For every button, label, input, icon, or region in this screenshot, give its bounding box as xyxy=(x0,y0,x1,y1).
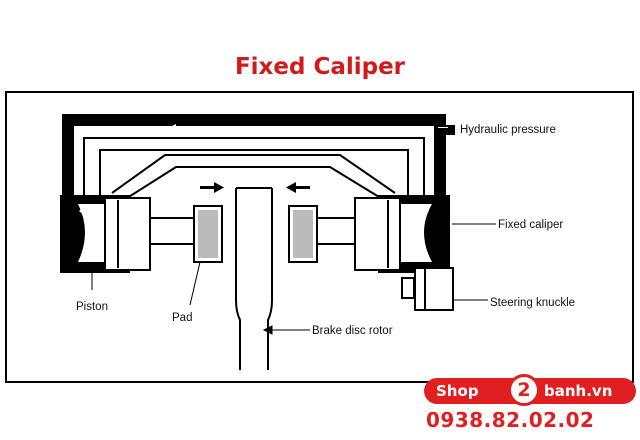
shop-domain: banh.vn xyxy=(544,382,613,400)
shop-watermark: Shop 2 banh.vn 0938.82.02.02 xyxy=(414,374,640,440)
leader-lines xyxy=(91,223,496,335)
label-piston: Piston xyxy=(76,301,108,313)
right-pad xyxy=(288,205,318,263)
flow-arrows xyxy=(168,124,448,132)
crossover-fluid-line xyxy=(111,154,396,201)
shop-word: Shop xyxy=(436,382,479,400)
label-fixed-caliper: Fixed caliper xyxy=(498,219,563,231)
label-pad: Pad xyxy=(172,312,192,324)
brake-disc-rotor xyxy=(235,187,273,370)
shop-phone: 0938.82.02.02 xyxy=(426,408,595,432)
right-piston xyxy=(314,197,401,271)
force-arrows xyxy=(200,182,310,193)
caliper-body xyxy=(62,114,455,195)
left-pad xyxy=(193,205,223,263)
label-hydraulic-pressure: Hydraulic pressure xyxy=(460,124,556,136)
steering-knuckle xyxy=(401,267,454,311)
diagram-frame xyxy=(5,91,634,383)
shop-number-badge: 2 xyxy=(508,374,540,406)
label-steering-knuckle: Steering knuckle xyxy=(490,297,575,309)
diagram-title: Fixed Caliper xyxy=(234,54,406,80)
label-brake-disc-rotor: Brake disc rotor xyxy=(312,325,393,337)
left-piston xyxy=(104,197,195,271)
